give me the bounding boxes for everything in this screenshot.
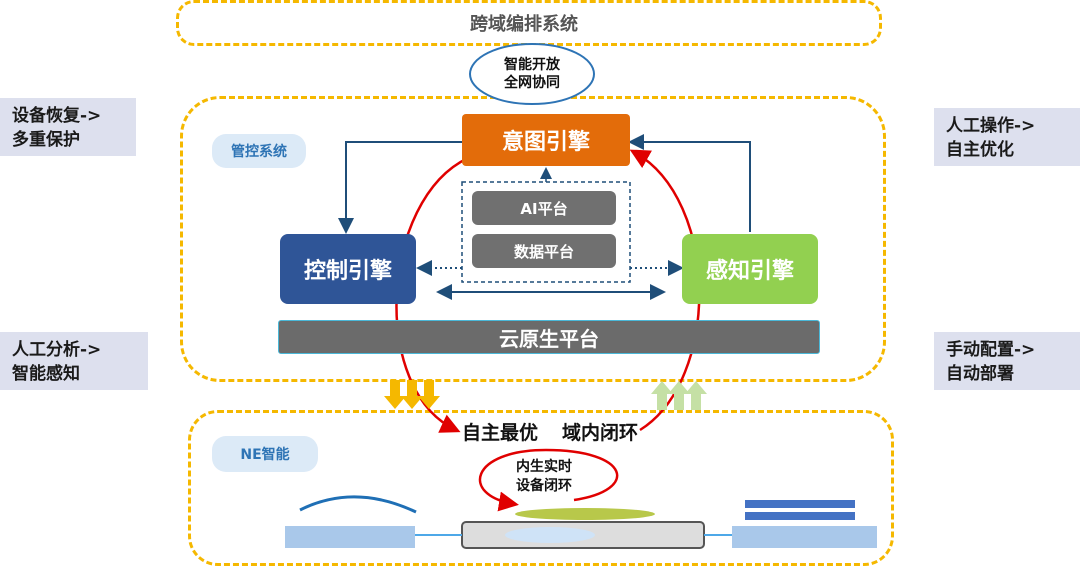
down-arrows-icon xyxy=(384,380,440,409)
line2: 多重保护 xyxy=(12,130,80,150)
line2: 自主优化 xyxy=(946,140,1014,160)
open-bubble-text: 智能开放全网协同 xyxy=(496,56,568,92)
open-bubble-line1: 智能开放 xyxy=(504,57,560,73)
mgmt-system-tag: 管控系统 xyxy=(212,134,306,168)
up-arrows-icon xyxy=(651,381,707,410)
line2: 自动部署 xyxy=(946,364,1014,384)
line1: 人工操作-> xyxy=(946,116,1036,136)
cloud-native-platform: 云原生平台 xyxy=(278,320,820,354)
data-platform: 数据平台 xyxy=(472,234,616,268)
ai-platform: AI平台 xyxy=(472,191,616,225)
line1: 手动配置-> xyxy=(946,340,1036,360)
control-engine: 控制引擎 xyxy=(280,234,416,304)
loop-label-closed: 域内闭环 xyxy=(562,422,639,444)
intent-engine: 意图引擎 xyxy=(462,114,630,166)
network-devices-illustration xyxy=(285,495,877,549)
inner-loop-text: 内生实时设备闭环 xyxy=(508,458,580,496)
line2: 智能感知 xyxy=(12,364,80,384)
open-bubble-outline xyxy=(469,43,595,105)
side-label-left-bottom: 人工分析-> 智能感知 xyxy=(0,332,148,390)
orchestration-title: 跨域编排系统 xyxy=(470,14,578,35)
loop-label-optimal: 自主最优 xyxy=(462,422,539,444)
ne-intelligence-tag: NE智能 xyxy=(212,436,318,472)
side-label-left-top: 设备恢复-> 多重保护 xyxy=(0,98,136,156)
line1: 人工分析-> xyxy=(12,340,102,360)
inner-loop-line1: 内生实时 xyxy=(516,459,572,475)
ne-frame xyxy=(188,410,894,566)
side-label-right-bottom: 手动配置-> 自动部署 xyxy=(934,332,1080,390)
line1: 设备恢复-> xyxy=(12,106,102,126)
side-label-right-top: 人工操作-> 自主优化 xyxy=(934,108,1080,166)
perception-engine: 感知引擎 xyxy=(682,234,818,304)
inner-loop-line2: 设备闭环 xyxy=(516,478,572,494)
open-bubble-line2: 全网协同 xyxy=(504,75,560,91)
